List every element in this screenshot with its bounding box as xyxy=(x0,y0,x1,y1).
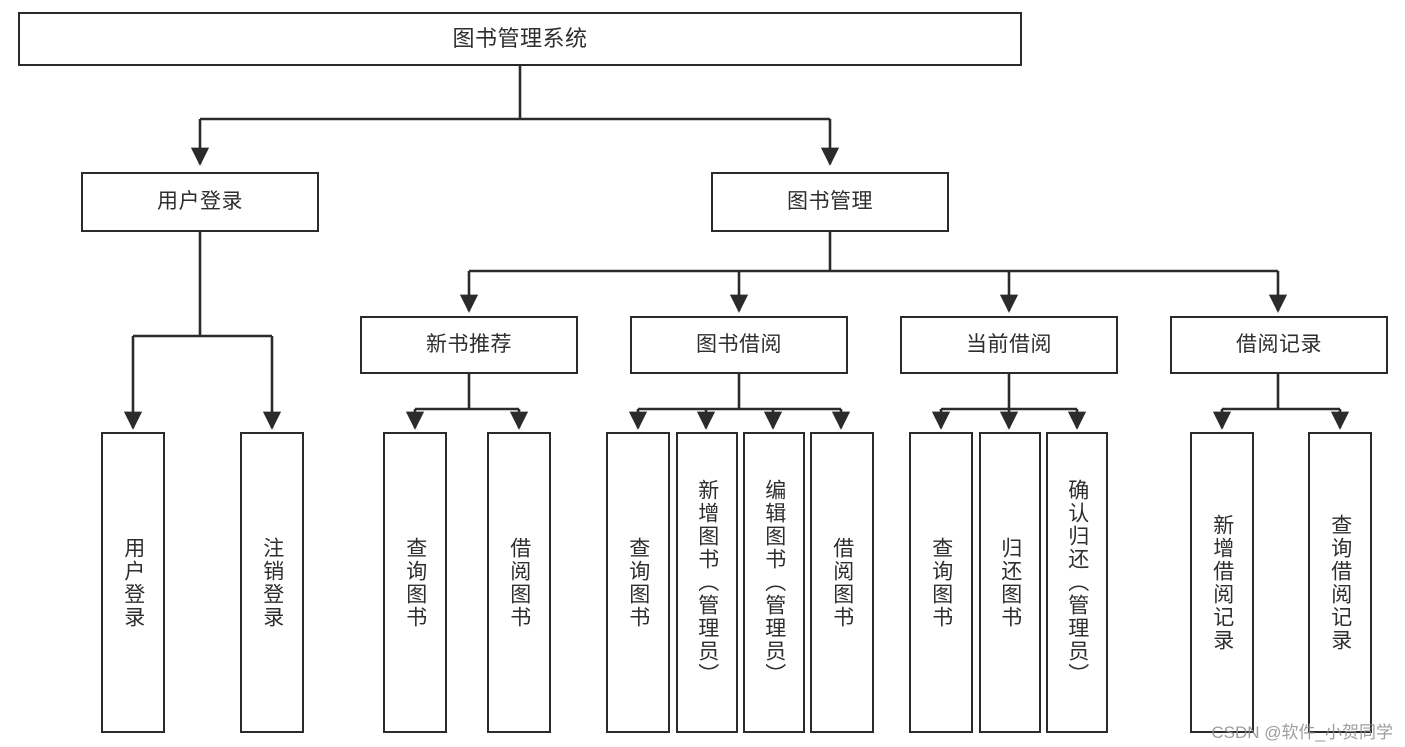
leaf-label: 查询借阅记录 xyxy=(1328,513,1352,652)
leaf-current-borrow-confirm[interactable]: 确认归还（管理员） xyxy=(1046,432,1108,733)
node-new-book-recommend-label: 新书推荐 xyxy=(426,333,512,357)
leaf-label: 查询图书 xyxy=(626,536,650,629)
node-user-login[interactable]: 用户登录 xyxy=(81,172,319,232)
leaf-book-borrow-add[interactable]: 新增图书（管理员） xyxy=(676,432,738,733)
leaf-label: 新增图书（管理员） xyxy=(695,479,719,686)
leaf-new-book-borrow[interactable]: 借阅图书 xyxy=(487,432,551,733)
node-current-borrow[interactable]: 当前借阅 xyxy=(900,316,1118,374)
node-root-label: 图书管理系统 xyxy=(452,25,588,51)
leaf-label: 注销登录 xyxy=(260,536,284,629)
leaf-label: 借阅图书 xyxy=(830,536,854,629)
leaf-label: 确认归还（管理员） xyxy=(1065,479,1089,686)
node-book-borrow-label: 图书借阅 xyxy=(696,333,782,357)
node-user-login-label: 用户登录 xyxy=(157,190,243,214)
watermark-text: CSDN @软件_小贺同学 xyxy=(1211,723,1393,742)
leaf-book-borrow-query[interactable]: 查询图书 xyxy=(606,432,670,733)
node-borrow-record-label: 借阅记录 xyxy=(1236,333,1322,357)
leaf-current-borrow-query[interactable]: 查询图书 xyxy=(909,432,973,733)
leaf-label: 查询图书 xyxy=(929,536,953,629)
leaf-label: 用户登录 xyxy=(121,536,145,629)
node-book-management[interactable]: 图书管理 xyxy=(711,172,949,232)
node-root[interactable]: 图书管理系统 xyxy=(18,12,1022,66)
leaf-label: 归还图书 xyxy=(998,536,1022,629)
leaf-new-book-query[interactable]: 查询图书 xyxy=(383,432,447,733)
node-book-management-label: 图书管理 xyxy=(787,190,873,214)
leaf-label: 新增借阅记录 xyxy=(1210,513,1234,652)
node-book-borrow[interactable]: 图书借阅 xyxy=(630,316,848,374)
leaf-user-login-login[interactable]: 用户登录 xyxy=(101,432,165,733)
leaf-label: 编辑图书（管理员） xyxy=(762,479,786,686)
leaf-book-borrow-edit[interactable]: 编辑图书（管理员） xyxy=(743,432,805,733)
leaf-label: 查询图书 xyxy=(403,536,427,629)
leaf-current-borrow-return[interactable]: 归还图书 xyxy=(979,432,1041,733)
leaf-label: 借阅图书 xyxy=(507,536,531,629)
node-new-book-recommend[interactable]: 新书推荐 xyxy=(360,316,578,374)
leaf-record-query[interactable]: 查询借阅记录 xyxy=(1308,432,1372,733)
leaf-record-add[interactable]: 新增借阅记录 xyxy=(1190,432,1254,733)
leaf-book-borrow-borrow[interactable]: 借阅图书 xyxy=(810,432,874,733)
node-borrow-record[interactable]: 借阅记录 xyxy=(1170,316,1388,374)
leaf-user-login-logout[interactable]: 注销登录 xyxy=(240,432,304,733)
node-current-borrow-label: 当前借阅 xyxy=(966,333,1052,357)
